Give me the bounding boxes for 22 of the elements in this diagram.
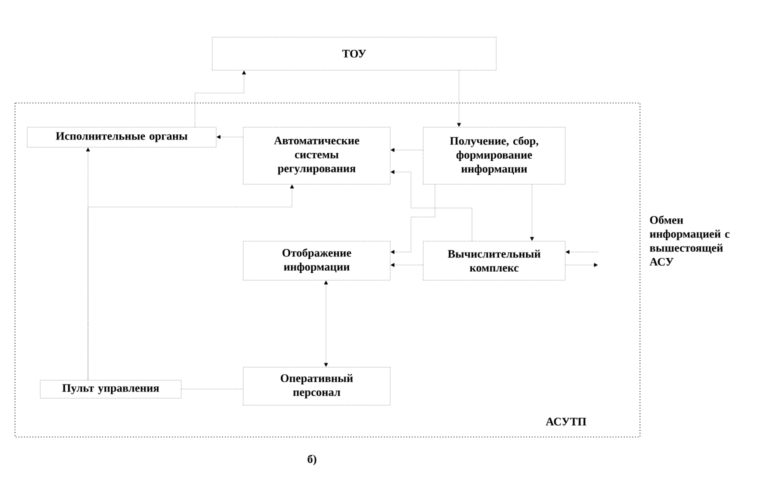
arrow [88, 184, 294, 380]
arrow [457, 70, 461, 127]
process-box: Получение, сбор, формирование информации [423, 127, 566, 184]
process-box: Автоматические системы регулирования [243, 127, 390, 184]
caption: б) [308, 454, 316, 466]
arrow [390, 148, 424, 152]
note-text: Обмен информацией с вышестоящей АСУ [650, 216, 730, 266]
arrow [530, 184, 534, 241]
arrow [194, 70, 246, 128]
arrow [390, 184, 436, 254]
object-box: ТОУ [212, 37, 496, 70]
arrow [565, 263, 598, 267]
process-box: Вычислительный комплекс [423, 241, 566, 280]
process-box: Исполнительные органы [27, 127, 216, 148]
arrow [216, 135, 244, 139]
process-box: Оперативный персонал [243, 367, 390, 406]
arrow [390, 263, 424, 267]
process-box: Отображение информации [243, 241, 390, 280]
arrow [390, 170, 472, 242]
arrow [324, 280, 328, 367]
arrow [566, 250, 598, 254]
process-box: Пульт управления [40, 380, 182, 398]
